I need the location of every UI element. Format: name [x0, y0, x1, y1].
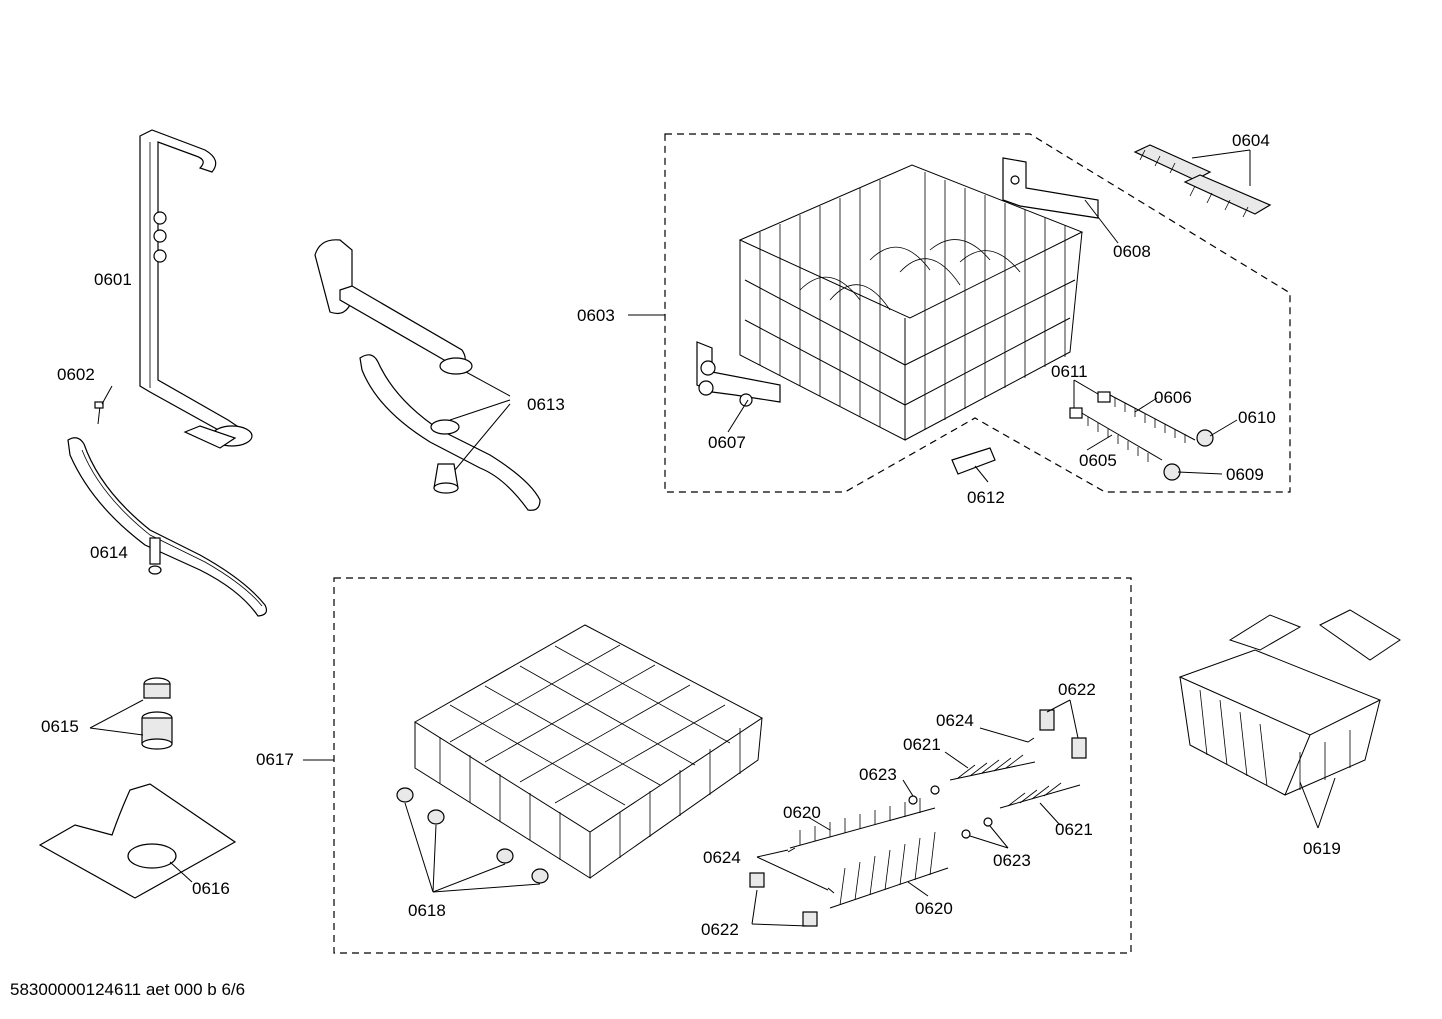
callout-0602: 0602 — [57, 365, 95, 384]
callout-0621-lower: 0621 — [1055, 820, 1093, 839]
part-0617-lower-rack — [414, 624, 763, 879]
part-0616-flat-filter — [38, 783, 237, 899]
callout-0623-upper: 0623 — [859, 765, 897, 784]
callout-0605: 0605 — [1079, 451, 1117, 470]
part-0612-clip — [951, 447, 996, 475]
part-0601-supply-pipe — [139, 129, 253, 449]
part-0606-tine-strip — [1097, 391, 1196, 443]
part-0604-cup-shelves — [1133, 144, 1272, 218]
drawing-reference-footer: 58300000124611 aet 000 b 6/6 — [10, 980, 246, 999]
part-0609-knob — [1163, 463, 1181, 481]
part-0622-clips — [749, 709, 1087, 927]
callout-0614: 0614 — [90, 543, 128, 562]
callout-0611: 0611 — [1051, 362, 1088, 381]
callout-0615: 0615 — [41, 717, 79, 736]
callout-0616: 0616 — [192, 879, 230, 898]
callout-0624-lower: 0624 — [703, 848, 741, 867]
part-0618-rack-wheels — [396, 787, 549, 884]
callout-0612: 0612 — [967, 488, 1005, 507]
part-0615-filters — [141, 677, 173, 750]
part-0623-pins — [908, 785, 993, 839]
callout-0603: 0603 — [577, 306, 615, 325]
callout-0620-upper: 0620 — [783, 803, 821, 822]
part-0603-upper-rack — [738, 164, 1084, 441]
callout-0613: 0613 — [527, 395, 565, 414]
part-0610-knob — [1196, 429, 1214, 447]
part-0602-screw — [94, 401, 104, 425]
part-0620-folding-tines-lower — [829, 831, 949, 909]
part-0614-lower-spray-arm — [67, 437, 268, 617]
callout-0608: 0608 — [1113, 242, 1151, 261]
part-0620-folding-tines-upper — [789, 798, 936, 849]
part-0608-rack-bracket — [1002, 157, 1099, 219]
callout-0610: 0610 — [1238, 408, 1276, 427]
callout-0618: 0618 — [408, 901, 446, 920]
part-0621-tine-row-a — [949, 754, 1036, 781]
callout-0623-lower: 0623 — [993, 851, 1031, 870]
callout-0606: 0606 — [1154, 388, 1192, 407]
callout-0619: 0619 — [1303, 839, 1341, 858]
callout-0621-upper: 0621 — [903, 735, 941, 754]
callout-0609: 0609 — [1226, 465, 1264, 484]
lower-rack-group-outline — [333, 577, 1132, 954]
part-0613-upper-spray-arm — [314, 239, 541, 511]
part-0621-tine-row-b — [999, 782, 1081, 809]
part-0619-cutlery-basket — [1178, 609, 1401, 796]
callout-0604: 0604 — [1232, 131, 1270, 150]
part-0624-hooks — [787, 737, 1035, 894]
callout-0622-lower: 0622 — [701, 920, 739, 939]
callout-0620-lower: 0620 — [915, 899, 953, 918]
part-0607-rack-roller — [696, 341, 781, 407]
callout-0607: 0607 — [708, 433, 746, 452]
callout-0601: 0601 — [94, 270, 132, 289]
leader-lines — [89, 149, 1336, 927]
callout-0624-upper: 0624 — [936, 711, 974, 730]
part-0605-tine-strip — [1069, 407, 1163, 462]
callout-0617: 0617 — [256, 750, 294, 769]
callout-0622-upper: 0622 — [1058, 680, 1096, 699]
